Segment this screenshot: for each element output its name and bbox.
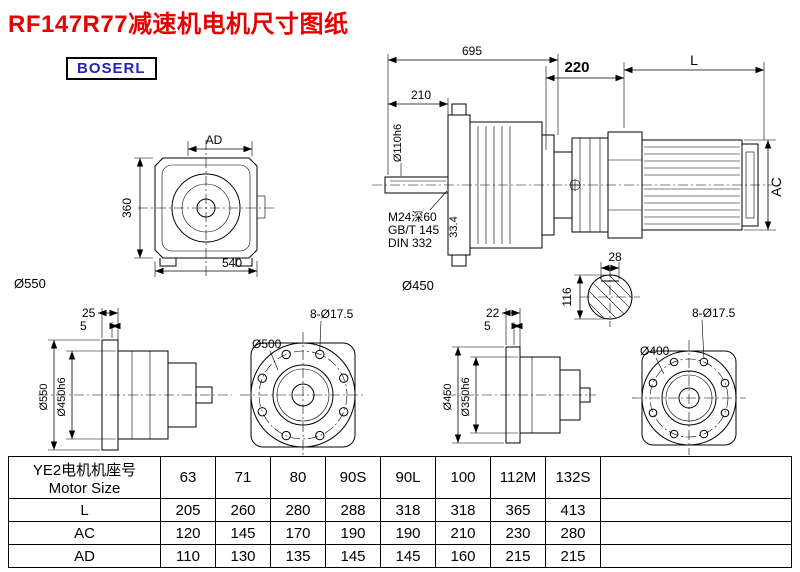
row-label: AC	[8, 521, 161, 545]
dim-L-label: L	[690, 52, 698, 68]
column-header: 132S	[545, 456, 601, 499]
row-label: L	[8, 498, 161, 522]
table-header-row: YE2电机机座号 Motor Size 63 71 80 90S 90L 100…	[8, 456, 792, 499]
bolt-circle-400-label: Ø400	[640, 344, 670, 358]
dim-25-label: 25	[82, 306, 96, 320]
dim-450-flange-label: Ø450	[442, 384, 454, 411]
size-cell: 210	[435, 521, 491, 545]
column-header: 90S	[325, 456, 381, 499]
dim-695-label: 695	[462, 44, 482, 58]
dim-116-label: 116	[560, 287, 574, 306]
page-title: RF147R77减速机电机尺寸图纸	[8, 11, 349, 38]
empty-cell	[600, 544, 792, 568]
size-cell: 205	[160, 498, 216, 522]
size-cell: 365	[490, 498, 546, 522]
table-row: AC 120 145 170 190 190 210 230 280	[8, 521, 792, 545]
std1-label: GB/T 145	[388, 223, 439, 237]
dim-360-label: 360	[120, 198, 134, 218]
column-header: 100	[435, 456, 491, 499]
holes-small-label: 8-Ø17.5	[692, 306, 736, 320]
dim-210-label: 210	[411, 88, 431, 102]
dim-220-label: 220	[564, 59, 589, 76]
size-cell: 145	[215, 521, 271, 545]
size-cell: 413	[545, 498, 601, 522]
column-header: 90L	[380, 456, 436, 499]
tap-label: M24深60	[388, 210, 437, 224]
flange-front-view-large: 8-Ø17.5 Ø500	[240, 307, 366, 455]
dim-550-flange-label: Ø550	[38, 384, 50, 411]
size-cell: 230	[490, 521, 546, 545]
flange-side-view-small: 22 5 Ø450 Ø350h6	[442, 306, 596, 444]
size-cell: 170	[270, 521, 326, 545]
dim-350h6-label: Ø350h6	[460, 377, 472, 416]
boserl-logo: BOSERL	[66, 57, 157, 80]
table-row: L 205 260 280 288 318 318 365 413	[8, 498, 792, 522]
dim-33-4-label: 33.4	[448, 216, 460, 237]
size-cell: 318	[435, 498, 491, 522]
header-motor-size: YE2电机机座号 Motor Size	[8, 456, 161, 499]
std2-label: DIN 332	[388, 236, 432, 250]
dim-550-label: Ø550	[14, 276, 46, 291]
size-cell: 190	[325, 521, 381, 545]
header-motor-size-en: Motor Size	[48, 479, 121, 497]
dim-28-label: 28	[608, 250, 622, 264]
dim-5b-label: 5	[484, 319, 491, 333]
dim-ad-label: AD	[206, 133, 223, 147]
shaft-section-view: 28 116	[560, 250, 640, 327]
header-motor-size-cn: YE2电机机座号	[32, 461, 137, 479]
size-cell: 120	[160, 521, 216, 545]
flange-front-view-small: 8-Ø17.5 Ø400	[632, 306, 746, 455]
gearbox-front-view: AD 360 540 Ø550	[14, 133, 276, 291]
size-cell: 280	[545, 521, 601, 545]
assembly-side-view: 695 210 Ø110h6 M24深60 GB/T 145 DIN 332 3…	[372, 44, 784, 293]
size-cell: 215	[545, 544, 601, 568]
size-cell: 135	[270, 544, 326, 568]
empty-cell	[600, 456, 792, 499]
size-cell: 130	[215, 544, 271, 568]
size-cell: 110	[160, 544, 216, 568]
empty-cell	[600, 498, 792, 522]
size-cell: 145	[380, 544, 436, 568]
column-header: 112M	[490, 456, 546, 499]
empty-cell	[600, 521, 792, 545]
row-label: AD	[8, 544, 161, 568]
column-header: 80	[270, 456, 326, 499]
size-cell: 280	[270, 498, 326, 522]
size-cell: 318	[380, 498, 436, 522]
column-header: 71	[215, 456, 271, 499]
size-cell: 260	[215, 498, 271, 522]
size-cell: 215	[490, 544, 546, 568]
size-cell: 160	[435, 544, 491, 568]
flange-side-view-large: 25 5 Ø550 Ø450h6	[38, 306, 232, 451]
holes-large-label: 8-Ø17.5	[310, 307, 354, 321]
size-cell: 190	[380, 521, 436, 545]
dim-450h6-label: Ø450h6	[56, 377, 68, 416]
technical-drawing-canvas: AD 360 540 Ø550	[14, 44, 784, 455]
dim-5-label: 5	[80, 319, 87, 333]
column-header: 63	[160, 456, 216, 499]
dim-540-label: 540	[222, 256, 242, 270]
size-cell: 288	[325, 498, 381, 522]
dim-450-label: Ø450	[402, 278, 434, 293]
bolt-circle-500-label: Ø500	[252, 337, 282, 351]
size-cell: 145	[325, 544, 381, 568]
dim-AC-label: AC	[768, 177, 784, 196]
motor-size-table: YE2电机机座号 Motor Size 63 71 80 90S 90L 100…	[8, 456, 792, 568]
dim-22-label: 22	[486, 306, 500, 320]
table-row: AD 110 130 135 145 145 160 215 215	[8, 544, 792, 568]
dim-shaft-dia-label: Ø110h6	[392, 124, 404, 162]
